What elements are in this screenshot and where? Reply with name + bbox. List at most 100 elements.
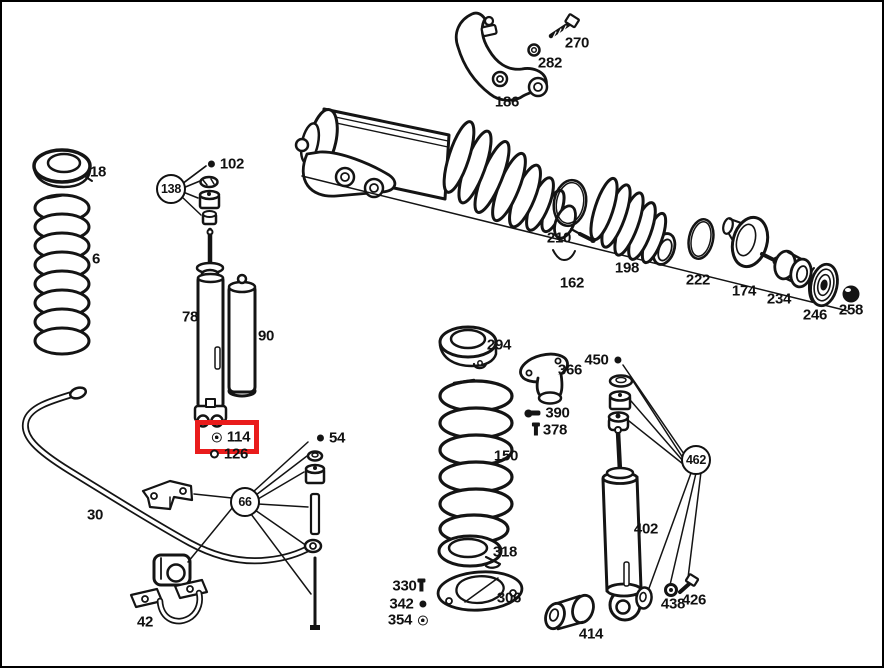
part-label-414[interactable]: 414 [579,627,603,642]
part-label-390[interactable]: 390 [524,404,570,422]
part-label-234[interactable]: 234 [767,292,791,307]
bolt-icon [531,422,540,435]
part-label-174[interactable]: 174 [732,284,756,299]
part-label-270[interactable]: 270 [565,36,589,51]
selected-part-highlight [195,420,259,454]
part-label-78[interactable]: 78 [182,310,198,325]
washer-and-ring-438 [635,583,678,610]
part-label-306[interactable]: 306 [497,591,521,606]
part-number-text: 54 [328,429,346,447]
part-label-54[interactable]: 54 [316,429,346,447]
part-number-text: 78 [181,308,199,326]
part-number-text: 90 [257,327,275,345]
part-label-42[interactable]: 42 [137,615,153,630]
part-group-callout-66[interactable]: 66 [230,487,260,517]
part-label-342[interactable]: 342 [389,597,427,612]
part-number-text: 378 [542,421,568,439]
part-label-258[interactable]: 258 [839,303,863,318]
part-label-330[interactable]: 330 [392,577,426,595]
part-number-text: 66 [238,494,252,509]
bellows-boot-198 [589,176,677,266]
part-number-text: 354 [387,611,413,629]
ring-222 [687,218,715,260]
part-number-text: 6 [91,250,101,268]
part-number-text: 390 [545,404,570,422]
part-number-text: 102 [219,155,245,173]
dot-icon [207,160,215,168]
bushing-414 [544,593,595,631]
part-label-354[interactable]: 354 [387,611,429,629]
part-label-450[interactable]: 450 [584,353,622,368]
callout-lines-66 [187,441,312,595]
shock-absorber-78 [193,227,228,428]
part-number-text: 306 [496,589,522,607]
part-number-text: 438 [660,595,686,613]
part-number-text: 258 [838,301,864,319]
part-label-294[interactable]: 294 [487,338,511,353]
part-number-text: 270 [564,34,590,52]
air-strut-162 [294,107,596,243]
swirl-icon [211,432,222,442]
ring-210 [552,178,588,228]
bolt-426 [678,573,700,594]
bump-stop-90 [227,273,257,398]
part-label-426[interactable]: 426 [682,593,706,608]
part-number-text: 282 [537,54,563,72]
ring-282 [527,43,541,57]
part-label-186[interactable]: 186 [495,95,519,110]
disc-246 [808,262,839,308]
dot-icon [614,356,622,364]
bolt-270 [548,13,580,39]
part-number-text: 150 [493,447,519,465]
callout-lines-462 [622,364,702,592]
part-label-102[interactable]: 102 [207,155,245,173]
part-label-162[interactable]: 162 [560,276,584,291]
part-number-text: 402 [633,520,659,538]
part-label-18[interactable]: 18 [90,165,106,180]
part-label-222[interactable]: 222 [686,273,710,288]
part-label-246[interactable]: 246 [803,308,827,323]
coil-spring-6 [33,193,91,356]
part-number-text: 210 [546,229,572,247]
part-number-text: 126 [223,445,249,463]
part-label-30[interactable]: 30 [87,508,103,523]
bolt-icon [417,578,426,591]
part-number-text: 414 [578,625,604,643]
part-number-text: 426 [681,591,707,609]
part-label-198[interactable]: 198 [615,261,639,276]
part-number-text: 186 [494,93,520,111]
part-number-text: 294 [486,336,512,354]
part-label-90[interactable]: 90 [258,329,274,344]
part-label-438[interactable]: 438 [661,597,685,612]
hardware-column-66 [304,450,326,630]
part-number-text: 330 [392,577,417,595]
lower-spring-seat-318 [437,534,503,569]
mount-306 [436,570,524,612]
dot-icon [419,600,427,608]
part-number-text: 222 [685,271,711,289]
clamp-plate [141,479,194,511]
part-label-114[interactable]: 114 [211,428,251,446]
bar-rubber-bushing [152,553,192,587]
dot-icon [316,434,324,442]
part-label-150[interactable]: 150 [494,449,518,464]
part-group-callout-138[interactable]: 138 [156,174,186,204]
part-label-402[interactable]: 402 [634,522,658,537]
part-label-366[interactable]: 366 [558,363,582,378]
callout-lines-138 [181,165,207,185]
part-label-378[interactable]: 378 [531,421,568,439]
hardware-column-450 [607,374,634,432]
part-label-282[interactable]: 282 [538,56,562,71]
part-number-text: 42 [136,613,154,631]
ring-icon [209,449,219,459]
part-group-callout-462[interactable]: 462 [681,445,711,475]
part-number-text: 18 [89,163,107,181]
part-label-210[interactable]: 210 [547,231,571,246]
part-label-6[interactable]: 6 [92,252,100,267]
part-number-text: 114 [226,428,251,446]
part-label-318[interactable]: 318 [493,545,517,560]
part-label-126[interactable]: 126 [209,445,249,463]
part-number-text: 366 [557,361,583,379]
u-bracket-42 [129,578,209,625]
